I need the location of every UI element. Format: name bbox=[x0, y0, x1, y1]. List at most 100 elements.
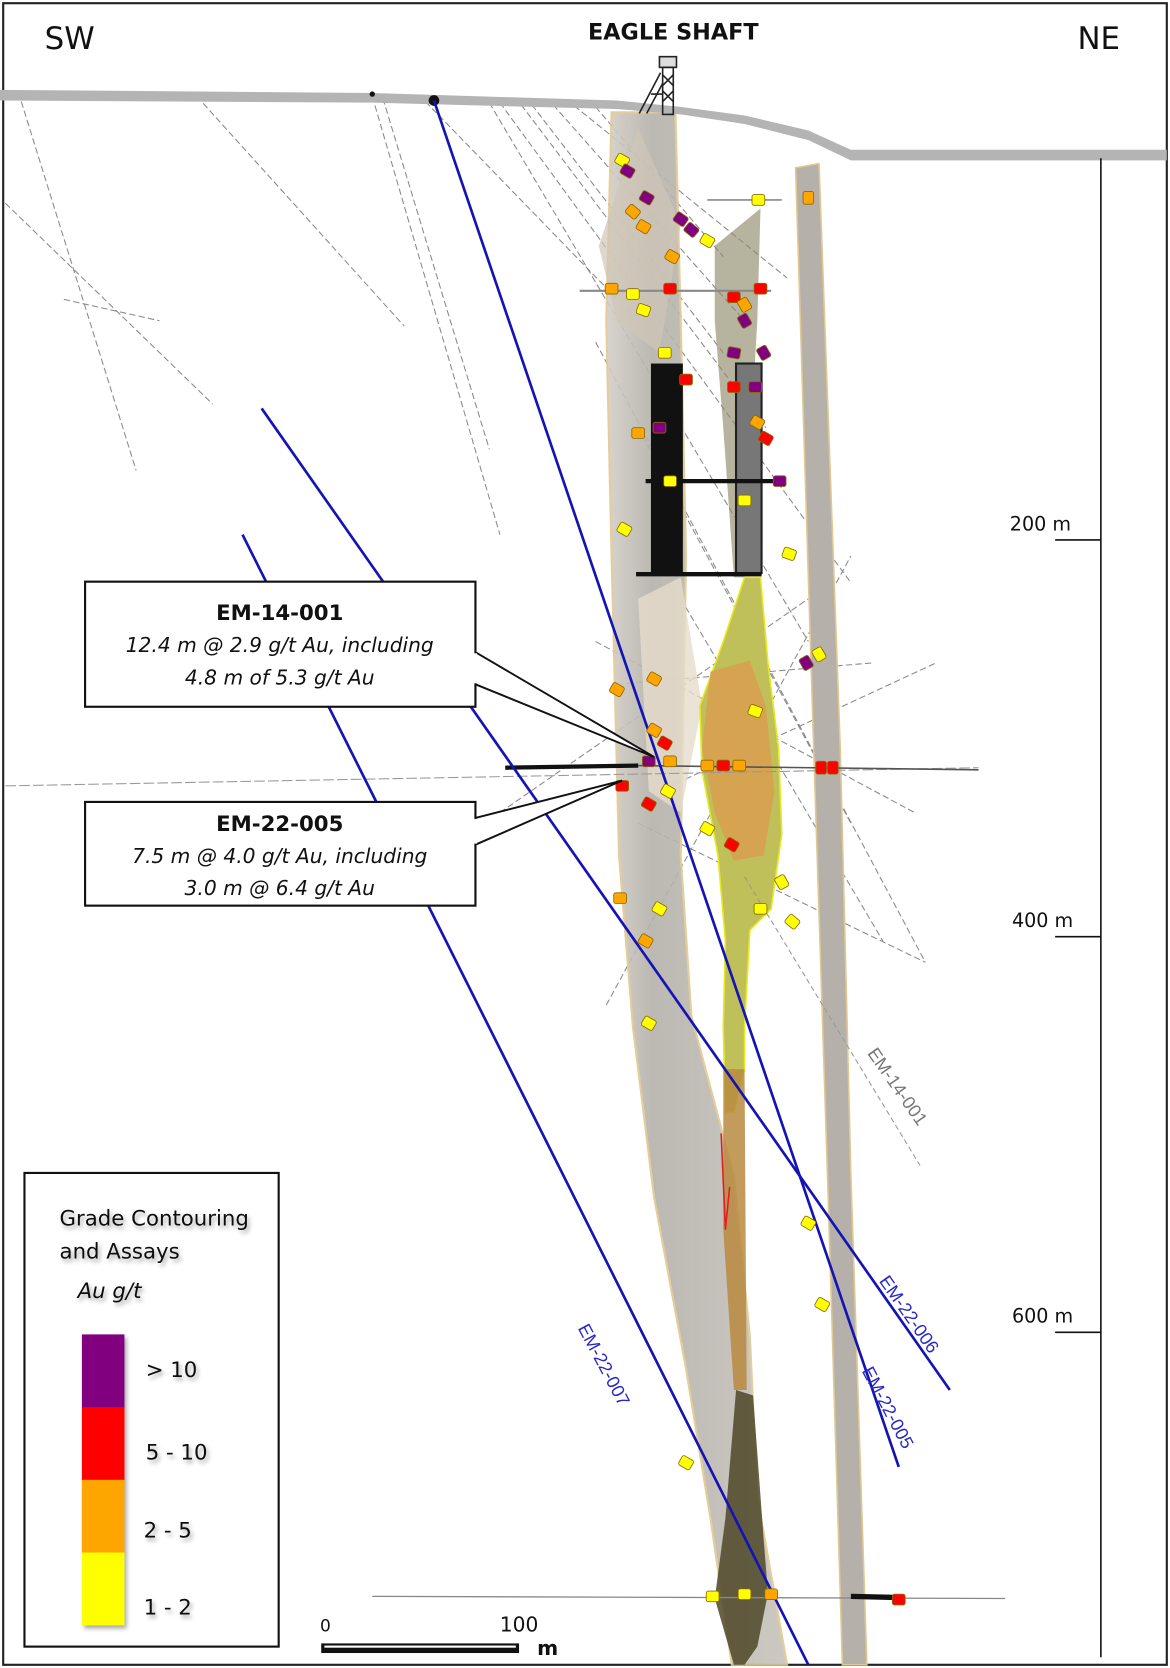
assay-marker bbox=[625, 203, 641, 220]
callout-intercept-including: 4.8 m of 5.3 g/t Au bbox=[185, 665, 375, 689]
red-grade-trace bbox=[720, 1133, 731, 1230]
assay-marker bbox=[737, 1588, 752, 1600]
underground-drillhole bbox=[638, 764, 979, 771]
assay-marker bbox=[749, 414, 766, 430]
legend-swatch-1-2 bbox=[81, 1552, 125, 1626]
depth-label-400: 400 m bbox=[1012, 909, 1073, 932]
assay-marker bbox=[663, 282, 677, 295]
legend-swatch-5-10 bbox=[81, 1407, 125, 1481]
stope-block-west bbox=[650, 363, 683, 574]
callout-hole-id: EM-22-005 bbox=[216, 812, 343, 837]
assay-marker bbox=[679, 373, 693, 386]
assay-marker bbox=[642, 755, 656, 768]
callout-em-14-001: EM-14-001 12.4 m @ 2.9 g/t Au, including… bbox=[84, 580, 655, 758]
ore-zone-lower-extension bbox=[723, 1069, 747, 1390]
legend-label: > 10 bbox=[146, 1358, 198, 1383]
callout-intercept-including: 3.0 m @ 6.4 g/t Au bbox=[185, 876, 375, 900]
assay-marker bbox=[664, 249, 681, 265]
assay-marker bbox=[798, 655, 814, 671]
historic-drillhole bbox=[371, 96, 501, 535]
assay-marker bbox=[815, 760, 827, 775]
assay-marker bbox=[737, 312, 752, 329]
drillhole-em-22-006 bbox=[260, 407, 951, 1391]
scale-end: 100 bbox=[500, 1613, 539, 1637]
assay-marker bbox=[757, 430, 774, 446]
legend-swatch-gt10 bbox=[81, 1334, 125, 1409]
assay-marker bbox=[619, 163, 636, 179]
assay-marker bbox=[635, 219, 652, 235]
assay-marker bbox=[891, 1593, 906, 1606]
assay-marker bbox=[827, 760, 839, 775]
assay-marker bbox=[751, 194, 766, 206]
assay-marker bbox=[756, 344, 772, 361]
callout-intercept: 7.5 m @ 4.0 g/t Au, including bbox=[132, 844, 427, 868]
assay-marker bbox=[737, 296, 752, 313]
callout-em-22-005: EM-22-005 7.5 m @ 4.0 g/t Au, including … bbox=[84, 779, 623, 907]
assay-marker bbox=[626, 288, 640, 300]
assay-marker bbox=[802, 190, 815, 205]
historic-drillhole bbox=[680, 598, 884, 942]
assay-marker bbox=[747, 703, 763, 719]
underground-drillhole bbox=[850, 1593, 894, 1601]
assay-marker bbox=[640, 1015, 657, 1031]
assay-marker bbox=[646, 671, 662, 687]
assay-marker bbox=[663, 475, 677, 487]
historic-drillhole bbox=[574, 105, 788, 279]
assay-marker bbox=[814, 1296, 831, 1312]
assay-marker bbox=[716, 759, 731, 772]
assay-marker bbox=[784, 913, 801, 930]
assay-marker bbox=[753, 282, 768, 295]
assay-marker bbox=[727, 381, 741, 393]
assay-marker bbox=[753, 903, 768, 915]
assay-marker bbox=[800, 1215, 817, 1231]
assay-marker bbox=[699, 233, 716, 249]
legend-unit: Au g/t bbox=[76, 1279, 143, 1304]
shaft-label: EAGLE SHAFT bbox=[588, 20, 759, 46]
historic-drillhole bbox=[425, 101, 639, 322]
assay-marker bbox=[613, 892, 627, 904]
ground-surface bbox=[0, 89, 1167, 161]
legend-label: 2 - 5 bbox=[144, 1519, 192, 1544]
assay-marker bbox=[651, 901, 668, 917]
assay-marker bbox=[672, 211, 689, 227]
assay-marker bbox=[656, 735, 673, 751]
depth-scale: 200 m 400 m 600 m bbox=[1010, 158, 1102, 1658]
assay-marker bbox=[663, 755, 677, 768]
assay-marker bbox=[727, 291, 741, 304]
scale-bar: 0 100 m bbox=[320, 1613, 558, 1661]
assay-marker bbox=[737, 494, 752, 507]
legend-label: 1 - 2 bbox=[144, 1595, 192, 1620]
historic-drillhole bbox=[382, 98, 490, 450]
assay-marker bbox=[726, 346, 742, 360]
assay-marker bbox=[700, 759, 715, 772]
stope-block-east bbox=[734, 362, 763, 575]
assay-marker bbox=[640, 796, 657, 812]
legend-label: 5 - 10 bbox=[146, 1440, 208, 1465]
assay-marker bbox=[678, 1455, 694, 1471]
callout-intercept: 12.4 m @ 2.9 g/t Au, including bbox=[126, 633, 434, 657]
callout-hole-id: EM-14-001 bbox=[216, 601, 343, 626]
assay-marker bbox=[609, 682, 625, 698]
assay-marker bbox=[723, 837, 740, 853]
assay-marker bbox=[604, 282, 619, 295]
historic-drillhole bbox=[196, 95, 405, 327]
assay-intervals bbox=[604, 152, 906, 1606]
historic-drillhole bbox=[4, 202, 214, 405]
scale-start: 0 bbox=[320, 1617, 331, 1637]
direction-sw: SW bbox=[45, 21, 95, 57]
assay-marker bbox=[772, 475, 787, 487]
assay-marker bbox=[781, 546, 797, 561]
historic-drillhole bbox=[20, 101, 137, 471]
deep-ore-lens bbox=[714, 1390, 768, 1665]
underground-drillhole bbox=[505, 763, 639, 770]
assay-marker bbox=[635, 303, 652, 318]
assay-marker bbox=[705, 1590, 720, 1603]
assay-marker bbox=[683, 222, 700, 238]
direction-ne: NE bbox=[1077, 21, 1120, 57]
assay-marker bbox=[652, 421, 667, 434]
historic-drillhole bbox=[499, 102, 852, 584]
host-rock-lens bbox=[598, 128, 681, 353]
drillhole-em-22-007 bbox=[241, 534, 810, 1666]
